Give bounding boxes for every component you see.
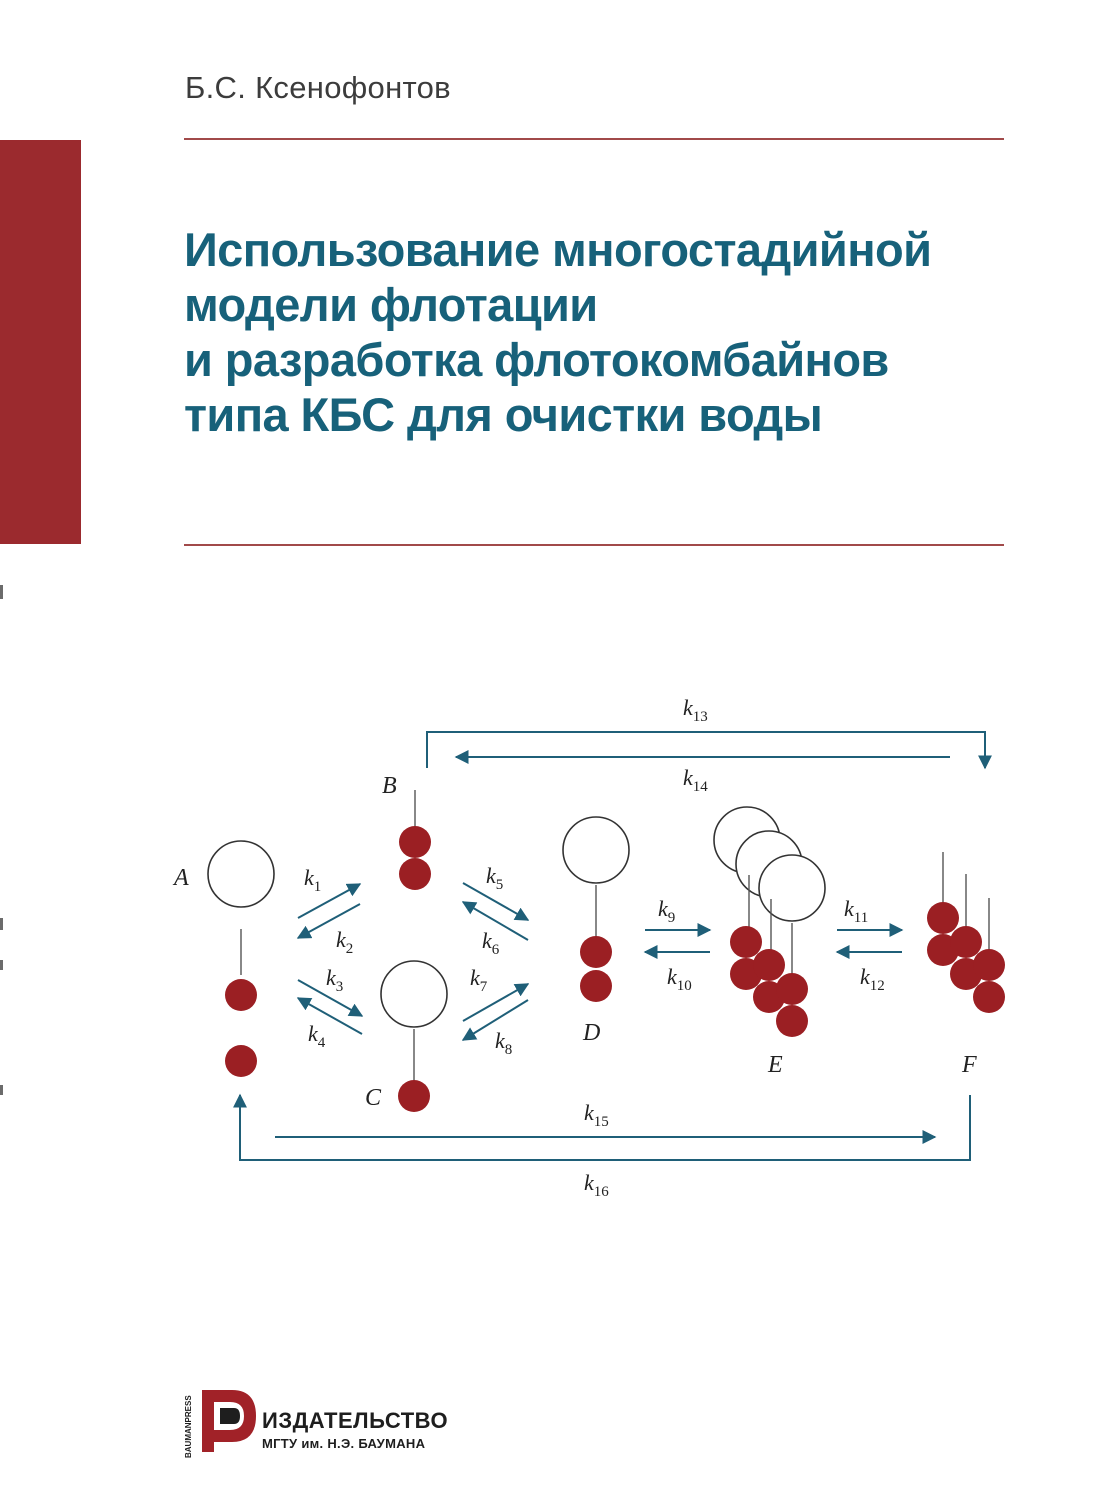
title-line: и разработка флотокомбайнов xyxy=(184,333,889,386)
top-rule xyxy=(184,138,1004,140)
title-line: модели флотации xyxy=(184,278,598,331)
node-label-c: C xyxy=(365,1085,382,1111)
rate-label-k5: k5 xyxy=(486,863,503,893)
arrows-a-b xyxy=(296,883,362,939)
arrows-e-f xyxy=(835,923,904,959)
edge-mark xyxy=(0,918,3,930)
node-label-e: E xyxy=(767,1052,783,1078)
publisher-name: ИЗДАТЕЛЬСТВО xyxy=(262,1408,449,1433)
rate-label-k12: k12 xyxy=(860,964,885,994)
flotation-scheme-diagram: k13 k14 k15 k16 A B C D xyxy=(172,695,1005,1200)
rate-label-k4: k4 xyxy=(308,1021,326,1051)
title-line: типа КБС для очистки воды xyxy=(184,388,823,441)
arrows-d-e xyxy=(643,923,712,959)
loop-k15-k16 xyxy=(233,1093,971,1161)
loop-k13-k14 xyxy=(426,731,992,770)
author-name: Б.С. Ксенофонтов xyxy=(185,70,451,105)
rate-label-k6: k6 xyxy=(482,928,500,958)
rate-label-k10: k10 xyxy=(667,964,692,994)
node-label-f: F xyxy=(961,1052,977,1078)
publisher-vertical-mark: BAUMANPRESS xyxy=(184,1395,193,1458)
rate-label-k14: k14 xyxy=(683,765,708,795)
rate-label-k1: k1 xyxy=(304,865,321,895)
rate-label-k13: k13 xyxy=(683,695,708,725)
node-e xyxy=(713,806,826,1037)
node-d xyxy=(562,816,630,1002)
rate-label-k9: k9 xyxy=(658,896,675,926)
rate-label-k7: k7 xyxy=(470,965,488,995)
node-a xyxy=(207,840,275,1077)
rate-label-k2: k2 xyxy=(336,927,353,957)
edge-mark xyxy=(0,1085,3,1095)
publisher-subtitle: МГТУ им. Н.Э. БАУМАНА xyxy=(262,1436,426,1451)
node-label-a: A xyxy=(172,865,189,891)
rate-label-k3: k3 xyxy=(326,965,343,995)
node-b xyxy=(399,790,431,890)
edge-mark xyxy=(0,585,3,599)
svg-text:BAUMANPRESS: BAUMANPRESS xyxy=(184,1395,193,1458)
arrows-b-d xyxy=(461,882,530,941)
edge-mark xyxy=(0,960,3,970)
node-label-b: B xyxy=(382,773,397,799)
bottom-rule xyxy=(184,544,1004,546)
rate-label-k8: k8 xyxy=(495,1028,512,1058)
rate-label-k11: k11 xyxy=(844,896,868,926)
node-c xyxy=(380,960,448,1112)
node-label-d: D xyxy=(582,1020,600,1046)
book-title: Использование многостадийной модели флот… xyxy=(184,222,1024,442)
title-line: Использование многостадийной xyxy=(184,223,932,276)
arrows-c-d xyxy=(461,983,530,1041)
node-f xyxy=(927,852,1005,1013)
rate-label-k16: k16 xyxy=(584,1170,609,1200)
rate-label-k15: k15 xyxy=(584,1100,609,1130)
spine-accent-bar xyxy=(0,140,81,544)
publisher-logo xyxy=(202,1390,256,1452)
arrows-a-c xyxy=(296,979,364,1035)
